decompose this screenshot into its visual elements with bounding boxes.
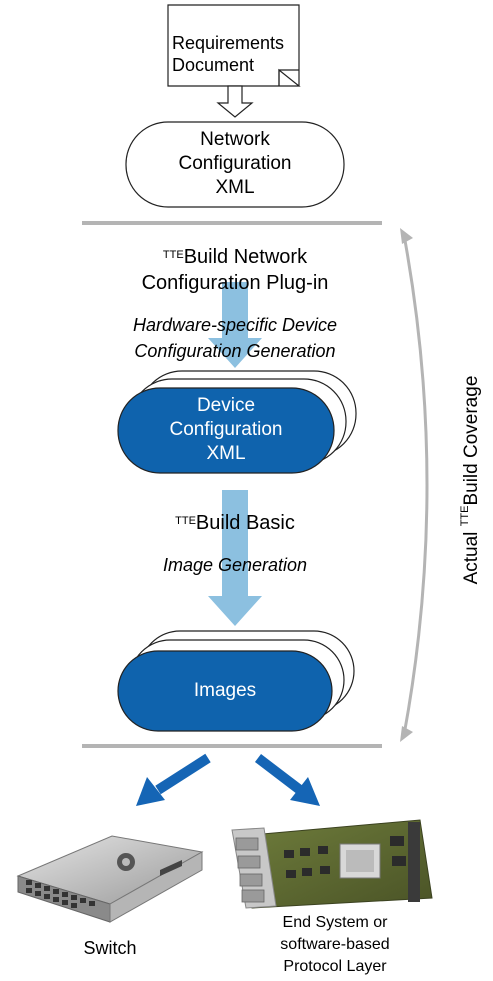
switch-label: Switch [83, 938, 137, 958]
basic-title-text: Build Basic [195, 512, 295, 534]
device-config-line2: Configuration [169, 419, 283, 440]
basic-step-subtitle: Image Generation [162, 555, 308, 575]
plugin-sub-line1: Hardware-specific Device [132, 315, 338, 335]
plugin-title-line2: Configuration Plug-in [141, 272, 329, 294]
network-config-line1: Network [200, 129, 270, 150]
images-label: Images [193, 680, 257, 701]
coverage-suffix: Build Coverage [461, 375, 482, 506]
end-system-board-illustration [231, 819, 433, 909]
device-config-line3: XML [206, 443, 246, 464]
requirements-line2: Document [172, 55, 255, 75]
coverage-prefix: Actual [461, 526, 482, 585]
switch-arrow [136, 753, 211, 806]
switch-hardware-illustration [16, 835, 204, 923]
plugin-sub-line2: Configuration Generation [134, 341, 336, 361]
plugin-sup: TTE [162, 249, 184, 261]
document-fold [278, 69, 299, 86]
plugin-step-title: TTEBuild Network Configuration Plug-in [90, 244, 380, 296]
basic-sup: TTE [175, 515, 196, 527]
coverage-curve-arrow [402, 234, 429, 736]
end-system-label: End System or software-based Protocol La… [255, 912, 415, 978]
network-config-xml-pill [125, 121, 345, 208]
coverage-arrowhead-top [400, 228, 413, 244]
hollow-down-arrow [216, 85, 254, 118]
plugin-flow-arrow [208, 282, 262, 368]
device-config-xml-pill [117, 387, 335, 474]
device-config-xml-label: Device Configuration XML [118, 394, 334, 466]
end-system-line2: software-based [280, 936, 390, 953]
plugin-step-subtitle: Hardware-specific Device Configuration G… [90, 312, 380, 364]
end-system-line1: End System or [282, 914, 388, 931]
network-config-line3: XML [215, 177, 255, 198]
coverage-label: Actual TTEBuild Coverage [459, 375, 483, 585]
coverage-sup: TTE [459, 505, 471, 527]
network-config-xml-label: Network Configuration XML [126, 128, 344, 200]
device-config-line1: Device [196, 395, 256, 416]
plugin-title-line1: TTEBuild Network [90, 244, 380, 270]
image-generation-arrow [208, 490, 262, 626]
end-system-line3: Protocol Layer [283, 958, 387, 975]
network-config-line2: Configuration [178, 153, 292, 174]
basic-step-title: TTEBuild Basic [90, 510, 380, 536]
plugin-title-line1-text: Build Network [183, 246, 308, 268]
images-pill [117, 650, 333, 732]
requirements-line1: Requirements [172, 33, 285, 53]
requirements-document-label: Requirements Document [172, 32, 297, 76]
coverage-arrowhead-bottom [400, 726, 413, 742]
end-system-arrow [254, 754, 320, 806]
